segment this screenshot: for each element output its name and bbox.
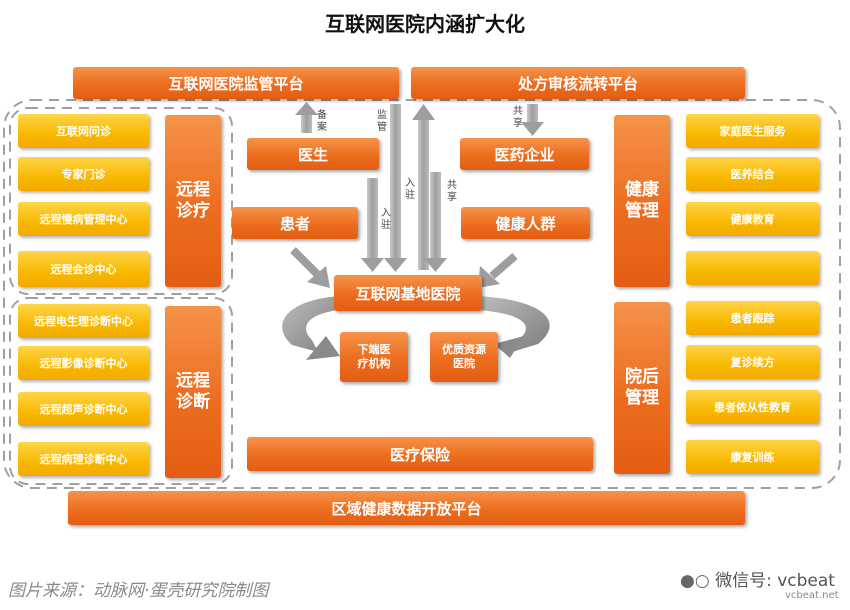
pharma-box: 医药企业 [460,138,589,170]
remote-treatment-item-3: 远程慢病管理中心 [18,202,149,236]
remote-diagnosis-label: 远程 诊断 [165,306,221,478]
post-hospital-label-2: 管理 [625,388,659,408]
remote-treatment-label-2: 诊疗 [176,201,210,221]
remote-diagnosis-item-2: 远程影像诊断中心 [18,346,149,380]
arrow-doctor-to-base [361,178,384,272]
post-hospital-item-3: 患者依从性教育 [686,390,819,424]
remote-diagnosis-label-1: 远程 [176,371,210,391]
remote-treatment-item-2: 专家门诊 [18,157,149,191]
regional-data-platform: 区域健康数据开放平台 [68,491,745,525]
post-hospital-item-4: 康复训练 [686,440,819,474]
label-filing: 备案 [317,110,327,133]
remote-treatment-item-4: 远程会诊中心 [18,251,149,287]
healthy-crowd-box: 健康人群 [461,207,590,239]
health-management-label-2: 管理 [625,201,659,221]
arrow-pharma-to-base [424,172,447,272]
lower-institution-box: 下端医 疗机构 [340,332,408,382]
wechat-icon: ●○ [680,571,710,591]
health-management-item-2: 医养结合 [686,157,819,191]
label-enter-2: 入驻 [381,208,391,231]
insurance-bar: 医疗保险 [247,437,593,471]
health-management-item-1: 家庭医生服务 [686,114,819,148]
label-enter-1: 入驻 [405,178,415,201]
prescription-platform: 处方审核流转平台 [411,67,745,99]
remote-diagnosis-item-3: 远程超声诊断中心 [18,392,149,426]
diagram-title: 互联网医院内涵扩大化 [325,12,525,36]
health-management-label: 健康 管理 [614,115,670,287]
image-source-caption: 图片来源：动脉网·蛋壳研究院制图 [8,581,269,601]
health-management-item-4 [686,251,819,285]
post-hospital-label-1: 院后 [625,367,659,387]
supervision-platform: 互联网医院监管平台 [73,67,399,99]
arrow-prescription-to-pharma [521,104,544,136]
wechat-watermark: ●○ 微信号: vcbeat [680,566,835,591]
arrow-healthy-to-base [478,252,518,288]
health-management-label-1: 健康 [625,180,659,200]
remote-diagnosis-item-4: 远程病理诊断中心 [18,442,149,476]
remote-treatment-label-1: 远程 [176,180,210,200]
post-hospital-label: 院后 管理 [614,302,670,474]
remote-treatment-dashed-group [9,107,233,295]
post-hospital-item-2: 复诊续方 [686,345,819,379]
arrow-patient-to-base [290,247,330,288]
curved-arrow-left [282,296,340,360]
quality-hospital-line-2: 医院 [453,357,475,370]
label-supervise: 监管 [377,110,387,133]
remote-diagnosis-dashed-group [9,297,233,485]
arrow-supervision-to-base [384,104,407,272]
remote-diagnosis-item-1: 远程电生理诊断中心 [18,304,149,338]
patient-box: 患者 [232,207,358,239]
post-hospital-item-1: 患者跟踪 [686,301,819,335]
watermark-url: vcbeat.net [785,590,839,601]
remote-diagnosis-label-2: 诊断 [176,392,210,412]
outer-dashed-frame [3,99,841,489]
remote-treatment-item-1: 互联网问诊 [18,114,149,148]
lower-institution-line-2: 疗机构 [357,357,391,370]
arrow-doctor-to-supervision [295,102,318,133]
label-share-right: 共享 [447,180,457,203]
wechat-id: 微信号: vcbeat [715,571,835,591]
quality-hospital-line-1: 优质资源 [442,343,486,356]
health-management-item-3: 健康教育 [686,202,819,236]
label-share-top: 共享 [513,106,523,129]
arrow-base-to-prescription [412,104,435,270]
base-hospital-box: 互联网基地医院 [334,275,482,311]
curved-arrow-right [478,296,550,358]
quality-hospital-box: 优质资源 医院 [430,332,498,382]
remote-treatment-label: 远程 诊疗 [165,115,221,287]
doctor-box: 医生 [247,138,379,170]
lower-institution-line-1: 下端医 [357,343,391,356]
